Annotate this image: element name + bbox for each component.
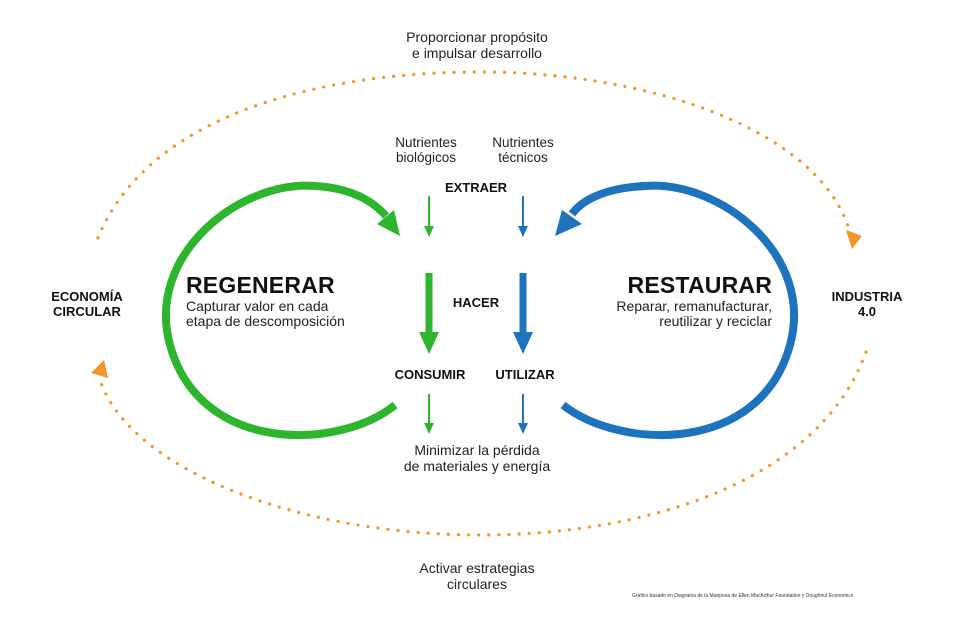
bio-nutrients-line1: Nutrientes (395, 135, 457, 150)
top-caption: Proporcionar propósito e impulsar desarr… (406, 29, 548, 61)
bottom-caption-line2: circulares (447, 575, 507, 592)
bottom-arc-arrowhead (91, 360, 108, 378)
restore-block: RESTAURAR Reparar, remanufacturar, reuti… (616, 272, 772, 330)
result-caption-line1: Minimizar la pérdida (414, 442, 540, 458)
green-extract-arrowhead (424, 226, 434, 237)
circular-economy-line2: CIRCULAR (53, 303, 121, 319)
green-loop-arc (161, 181, 398, 439)
tech-nutrients-line1: Nutrientes (492, 135, 554, 150)
tech-nutrients-line2: técnicos (498, 150, 548, 166)
green-make-arrowhead (419, 332, 439, 354)
stage-extract: EXTRAER (444, 180, 508, 195)
bio-nutrients-label: Nutrientes biológicos (395, 135, 457, 165)
bottom-caption: Activar estrategias circulares (419, 560, 535, 592)
result-caption: Minimizar la pérdida de materiales y ene… (403, 442, 551, 474)
blue-extract-arrowhead (518, 226, 528, 237)
restore-desc-line1: Reparar, remanufacturar, (616, 297, 772, 314)
restore-title: RESTAURAR (627, 272, 772, 298)
bottom-dotted-arc (98, 350, 868, 537)
industry-line1: INDUSTRIA (831, 289, 903, 304)
stage-make: HACER (452, 295, 500, 310)
regenerate-desc-line2: etapa de descomposición (186, 313, 345, 330)
industry-line2: 4.0 (857, 303, 877, 319)
top-caption-line2: e impulsar desarrollo (412, 44, 542, 61)
circular-economy-line1: ECONOMÍA (51, 289, 123, 304)
green-loop-arrowhead (377, 210, 400, 236)
source-note: Gráfico basado en Diagrama de la Maripos… (632, 593, 854, 599)
blue-use-arrowhead (518, 423, 528, 434)
top-arc-arrowhead (846, 230, 862, 249)
industry-label: INDUSTRIA 4.0 (831, 289, 903, 319)
regenerate-block: REGENERAR Capturar valor en cada etapa d… (186, 272, 345, 330)
blue-loop-arrowhead (555, 210, 582, 236)
bio-nutrients-line2: biológicos (395, 150, 457, 166)
blue-loop-arc (560, 181, 799, 439)
top-caption-line1: Proporcionar propósito (406, 29, 548, 45)
stage-use: UTILIZAR (495, 367, 555, 382)
top-dotted-arc (96, 70, 852, 240)
green-consume-arrowhead (424, 423, 434, 434)
bottom-caption-line1: Activar estrategias (419, 560, 535, 576)
regenerate-desc-line1: Capturar valor en cada (186, 297, 329, 314)
result-caption-line2: de materiales y energía (403, 457, 551, 474)
regenerate-title: REGENERAR (186, 272, 335, 298)
restore-desc-line2: reutilizar y reciclar (659, 313, 772, 330)
blue-make-arrowhead (513, 332, 533, 354)
circular-economy-label: ECONOMÍA CIRCULAR (51, 289, 123, 319)
tech-nutrients-label: Nutrientes técnicos (492, 135, 554, 165)
stage-consume: CONSUMIR (394, 367, 466, 382)
